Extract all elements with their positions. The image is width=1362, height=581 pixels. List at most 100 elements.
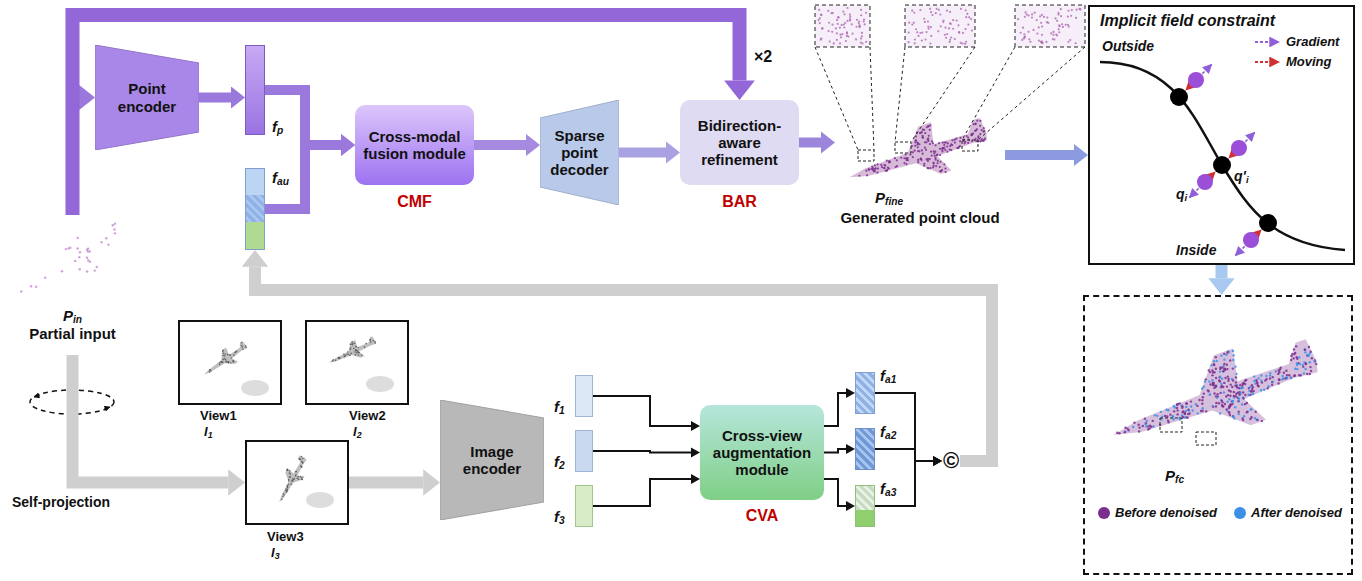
zoom-inset (815, 5, 874, 161)
step-label: Self-projection (12, 494, 110, 510)
box-label: f3 (554, 508, 565, 525)
legend-sample (1253, 56, 1283, 68)
text-part: f (554, 508, 559, 525)
text-part: 3 (559, 515, 565, 526)
connector (593, 474, 700, 506)
shadow (366, 376, 394, 392)
box-label: Generated point cloud (840, 209, 999, 226)
zoom-inset (895, 5, 975, 153)
box-text: Cross-view augmentation module (706, 427, 818, 479)
arrowhead (666, 142, 680, 164)
box-label: Pin (63, 307, 82, 324)
connector-line (799, 138, 821, 148)
connector (242, 250, 992, 461)
text-part: fc (1175, 474, 1184, 485)
connector-line (265, 145, 341, 209)
region-label: Outside (1102, 38, 1154, 54)
connector (265, 134, 355, 209)
arrowhead (691, 474, 700, 484)
box-text: Cross-modal fusion module (361, 128, 468, 163)
box-text: Sparse point decoder (544, 127, 615, 179)
connector (875, 393, 942, 466)
box-label: fp (272, 118, 283, 135)
arrowhead (846, 444, 855, 454)
connector (875, 449, 942, 466)
text-part: P (63, 307, 73, 324)
connector (73, 355, 246, 496)
arrowhead (846, 501, 855, 511)
denoised-panel: Pfc (1083, 295, 1353, 575)
legend-text: Before denoised (1115, 505, 1217, 520)
arrowhead (846, 388, 855, 398)
text-part: a2 (885, 430, 896, 441)
connector-line (619, 148, 666, 158)
view-render (279, 456, 306, 503)
connector (1208, 265, 1234, 295)
view-render (329, 336, 376, 363)
legend-sample (1253, 36, 1283, 48)
arrowhead (242, 250, 268, 267)
box-label: CMF (397, 193, 432, 211)
generated-cloud-figure (850, 118, 987, 177)
legend-text: Moving (1286, 54, 1332, 69)
implicit-field-figure (1100, 62, 1345, 256)
box-label: I1 (204, 425, 213, 440)
arrowhead (231, 87, 245, 109)
text-part: I (204, 424, 208, 439)
legend-text: After denoised (1251, 505, 1342, 520)
text-part: 2 (559, 460, 565, 471)
box-label: f1 (554, 398, 565, 415)
box-label: fau (272, 169, 289, 186)
region-label: Inside (1176, 242, 1216, 258)
feature-block: fa2 (855, 428, 875, 470)
connector-line (824, 393, 846, 426)
connector-line (875, 461, 933, 506)
shadow (306, 492, 334, 508)
connector-line (875, 449, 933, 461)
feature-block: f3 (575, 485, 593, 527)
text-part: P (1165, 467, 1175, 484)
arrowhead (78, 84, 95, 110)
connector (593, 448, 700, 458)
arrowhead (933, 456, 942, 466)
connector (619, 142, 680, 164)
arrowhead (423, 469, 440, 495)
view-image: View3I3 (245, 440, 349, 525)
box-label: View1 (200, 409, 237, 424)
arrowhead (526, 134, 540, 156)
connector-line (593, 479, 691, 506)
text-part: 1 (559, 405, 565, 416)
box-label: I2 (353, 425, 362, 440)
image-encoder: Image encoder (440, 400, 544, 520)
box-text: © (943, 450, 959, 472)
point-label: q'i (1234, 168, 1249, 184)
text-part: p (277, 125, 283, 136)
box-label: View2 (349, 409, 386, 424)
legend-swatch (1234, 507, 1246, 519)
feature-block: fa1 (855, 372, 875, 414)
text-part: f (554, 398, 559, 415)
arrowhead (228, 469, 245, 495)
connector-line (824, 449, 846, 453)
arrowhead (724, 80, 755, 100)
arrowhead (691, 448, 700, 458)
box-text: Image encoder (454, 443, 530, 478)
box-label: fa3 (880, 480, 896, 497)
feature-block: fa3 (855, 485, 875, 527)
connector-line (474, 140, 526, 150)
connector-line (349, 477, 423, 489)
text-part: q' (1234, 168, 1246, 184)
connector (824, 444, 855, 454)
connector-line (593, 451, 691, 453)
zoom-mark (1196, 432, 1216, 445)
text-part: in (73, 314, 82, 325)
connector (824, 388, 855, 426)
arrowhead (341, 134, 355, 156)
box-label: Implicit field constraint (1100, 12, 1275, 30)
text-part: i (1185, 192, 1188, 203)
text-part: fine (885, 196, 903, 207)
text-part: f (272, 118, 277, 135)
view-image: View2I2 (305, 320, 409, 405)
